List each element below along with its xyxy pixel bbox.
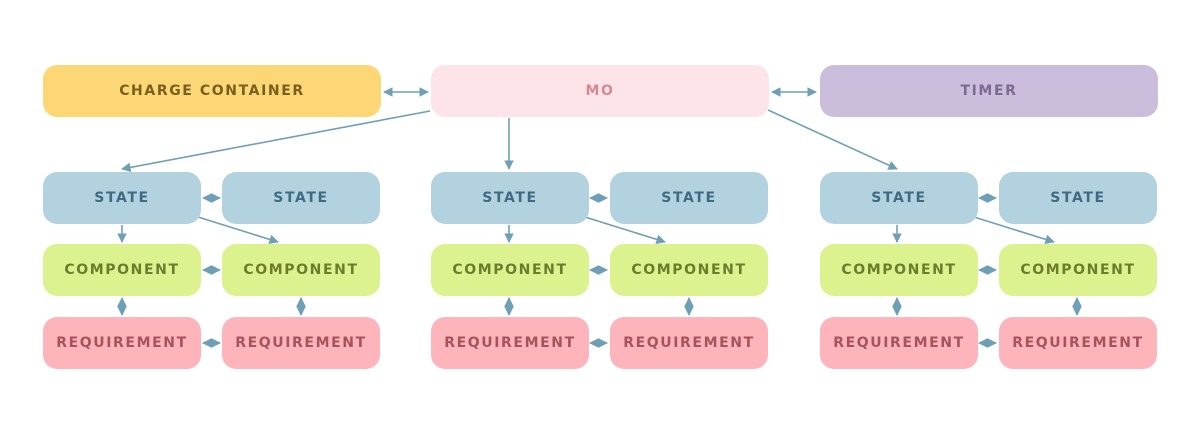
requirement-label: REQUIREMENT — [235, 335, 367, 351]
component-box-g1-a: COMPONENT — [43, 244, 201, 296]
requirement-box-g2-b: REQUIREMENT — [610, 317, 768, 369]
state-label: STATE — [871, 190, 927, 206]
timer-label: TIMER — [960, 83, 1018, 99]
requirement-label: REQUIREMENT — [833, 335, 965, 351]
state-box-g1-b: STATE — [222, 172, 380, 224]
timer-box: TIMER — [820, 65, 1158, 117]
component-label: COMPONENT — [452, 262, 568, 278]
state-label: STATE — [661, 190, 717, 206]
arrow-state-comp2-g1 — [197, 216, 279, 245]
component-label: COMPONENT — [841, 262, 957, 278]
requirement-label: REQUIREMENT — [444, 335, 576, 351]
component-label: COMPONENT — [243, 262, 359, 278]
state-label: STATE — [1050, 190, 1106, 206]
requirement-box-g1-a: REQUIREMENT — [43, 317, 201, 369]
arrow-state-comp2-g3 — [973, 216, 1055, 245]
mo-box: MO — [431, 65, 769, 117]
requirement-box-g1-b: REQUIREMENT — [222, 317, 380, 369]
component-label: COMPONENT — [631, 262, 747, 278]
component-box-g3-b: COMPONENT — [999, 244, 1157, 296]
component-box-g3-a: COMPONENT — [820, 244, 978, 296]
arrow-mo-state-g1 — [121, 110, 431, 173]
requirement-box-g3-a: REQUIREMENT — [820, 317, 978, 369]
requirement-label: REQUIREMENT — [1012, 335, 1144, 351]
component-box-g1-b: COMPONENT — [222, 244, 380, 296]
state-label: STATE — [94, 190, 150, 206]
state-box-g3-a: STATE — [820, 172, 978, 224]
state-box-g1-a: STATE — [43, 172, 201, 224]
mo-label: MO — [585, 83, 615, 99]
component-box-g2-b: COMPONENT — [610, 244, 768, 296]
state-box-g2-b: STATE — [610, 172, 768, 224]
component-label: COMPONENT — [64, 262, 180, 278]
state-label: STATE — [273, 190, 329, 206]
requirement-box-g3-b: REQUIREMENT — [999, 317, 1157, 369]
state-label: STATE — [482, 190, 538, 206]
arrow-state-comp2-g2 — [584, 216, 666, 245]
component-label: COMPONENT — [1020, 262, 1136, 278]
requirement-label: REQUIREMENT — [623, 335, 755, 351]
charge-container-label: CHARGE CONTAINER — [119, 83, 305, 99]
arrow-mo-state-g3 — [767, 109, 898, 170]
state-box-g3-b: STATE — [999, 172, 1157, 224]
charge-container-box: CHARGE CONTAINER — [43, 65, 381, 117]
component-box-g2-a: COMPONENT — [431, 244, 589, 296]
state-box-g2-a: STATE — [431, 172, 589, 224]
requirement-label: REQUIREMENT — [56, 335, 188, 351]
requirement-box-g2-a: REQUIREMENT — [431, 317, 589, 369]
